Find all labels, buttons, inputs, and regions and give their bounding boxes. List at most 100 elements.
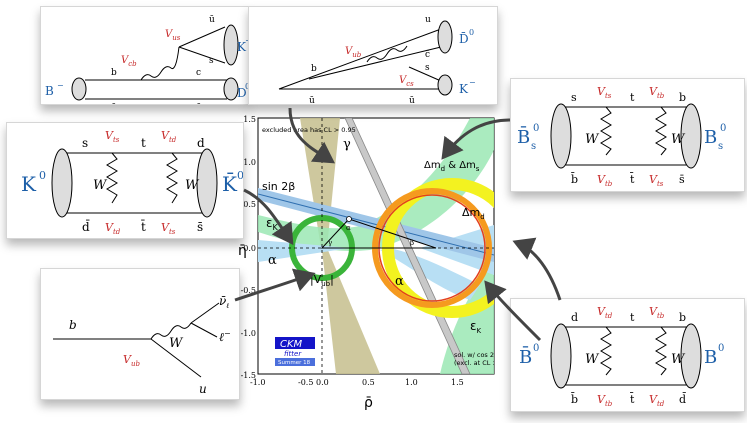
svg-text:ū: ū [309,96,315,104]
svg-text:-1.0: -1.0 [250,378,265,387]
svg-text:0: 0 [237,169,243,182]
svg-text:0: 0 [245,82,249,91]
label-sin2beta: sin 2β [262,180,295,193]
svg-text:s̄: s̄ [197,220,203,234]
svg-text:Vtb: Vtb [597,393,613,408]
svg-text:b: b [111,68,117,78]
unitarity-triangle [320,218,437,249]
svg-text:B̄: B̄ [517,125,530,148]
svg-text:t: t [630,91,635,104]
svg-text:d: d [197,136,205,150]
svg-text:W: W [585,352,600,367]
svg-text:W: W [671,132,686,147]
svg-text:b̄: b̄ [571,393,579,406]
svg-text:s: s [209,56,214,66]
label-excluded-note: excluded area has CL > 0.95 [262,126,356,134]
svg-text:K: K [459,82,469,96]
svg-text:CKM: CKM [280,339,303,350]
svg-text:B: B [704,127,717,148]
svg-text:ℓ−: ℓ− [219,329,231,344]
svg-text:t: t [630,311,635,324]
alpha-band-right [380,248,480,300]
svg-text:B: B [45,84,54,98]
svg-text:d: d [571,311,578,324]
x-ticks: -1.0 -0.5 0.0 0.5 1.0 1.5 [250,378,464,387]
svg-text:0.5: 0.5 [243,200,256,209]
label-dmd-dms: Δmd & Δms [424,160,480,173]
arrow-bs-mixing [441,118,511,160]
svg-text:-0.5: -0.5 [298,378,313,387]
svg-text:-1.0: -1.0 [241,329,256,338]
svg-text:Vts: Vts [105,129,120,144]
ckm-plot: excluded area has CL > 0.95 γ sin 2β εK … [238,115,498,411]
svg-text:D: D [237,86,247,100]
svg-text:0: 0 [718,343,724,354]
label-tri-alpha: α [346,224,351,232]
svg-text:Vtb: Vtb [649,305,665,320]
diagram-b-to-d0bar-kminus: D̄ 0 K − b ū ū u c̄ s Vub Vcs [248,6,498,106]
alpha-band [258,240,350,262]
svg-text:K: K [21,172,37,196]
label-sol-note2: (excl. at CL > [454,359,498,367]
svg-text:Vtd: Vtd [105,221,121,236]
svg-text:1.5: 1.5 [243,115,256,124]
svg-text:Summer 18: Summer 18 [278,360,311,366]
arrow-k-mixing [243,188,294,245]
svg-text:W: W [93,178,108,193]
svg-text:ν̄ℓ: ν̄ℓ [219,294,229,310]
svg-text:fitter: fitter [284,350,302,358]
label-vub: |Vub| [310,273,334,288]
svg-text:K̄: K̄ [222,171,238,196]
svg-text:0: 0 [533,343,539,354]
svg-text:Vus: Vus [165,29,181,42]
label-eps-right: εK [470,319,482,335]
svg-text:Vcb: Vcb [121,55,137,68]
svg-text:K: K [237,40,247,54]
svg-text:0.5: 0.5 [362,378,375,387]
svg-text:s: s [571,91,577,104]
label-dmd: Δmd [462,206,485,221]
label-sol-note1: sol. w/ cos 2β [454,351,498,359]
svg-text:D̄: D̄ [459,31,469,46]
svg-text:s: s [531,141,536,152]
svg-text:Vtb: Vtb [597,173,613,188]
svg-text:0: 0 [39,169,46,182]
svg-text:c: c [196,68,201,78]
svg-text:-1.5: -1.5 [241,371,256,380]
svg-text:Vts: Vts [597,85,612,100]
svg-text:t̄: t̄ [629,393,635,406]
label-tri-beta: β [410,239,414,247]
svg-text:1.0: 1.0 [405,378,418,387]
diagram-k-mixing: K 0 K̄ 0 s t d d̄ t̄ s̄ W W Vts Vtd Vtd … [6,122,244,239]
svg-text:t̄: t̄ [629,173,635,186]
svg-text:0.0: 0.0 [316,378,329,387]
svg-text:s: s [718,141,723,152]
svg-text:s: s [425,63,430,73]
svg-text:b̄: b̄ [571,173,579,186]
svg-text:t: t [141,136,146,150]
svg-text:s: s [82,136,88,150]
svg-text:Vub: Vub [345,46,362,59]
arrow-bd-mixing [512,237,562,301]
svg-text:0: 0 [720,123,726,134]
svg-text:Vts: Vts [649,173,664,188]
diagram-bs-mixing: B̄ s 0 B s 0 s t b b̄ t̄ s̄ W W Vts Vtb … [510,78,745,192]
svg-text:0: 0 [469,28,474,37]
svg-text:u: u [425,15,431,25]
diagram-b-to-d0-kminus: B − D 0 K − b c ū ū ū s Vcb Vus [40,6,252,113]
svg-text:Vtb: Vtb [649,85,665,100]
svg-text:W: W [585,132,600,147]
svg-text:d̄: d̄ [679,393,686,406]
svg-text:b: b [311,64,317,74]
svg-text:Vub: Vub [123,353,140,368]
label-tri-gamma: γ [328,239,332,247]
svg-text:ū: ū [409,96,415,104]
svg-text:W: W [169,336,184,351]
svg-text:c̄: c̄ [425,50,430,60]
svg-text:t̄: t̄ [141,218,146,234]
gamma-band [300,118,380,374]
x-axis-label: ρ̄ [364,395,373,411]
svg-text:Vtd: Vtd [161,129,177,144]
label-gamma-top: γ [343,137,351,152]
